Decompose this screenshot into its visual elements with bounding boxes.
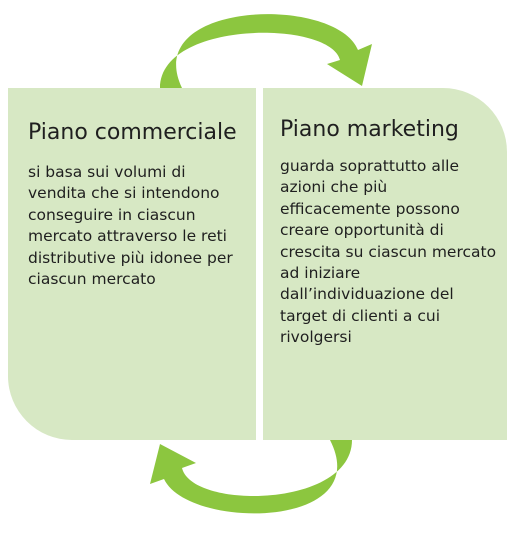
marketing-plan-panel: Piano marketing guarda soprattutto alle … bbox=[263, 88, 507, 440]
marketing-plan-text: guarda soprattutto alle azioni che più e… bbox=[280, 157, 497, 347]
bottom-curved-arrow-icon bbox=[150, 440, 352, 514]
top-curved-arrow-icon bbox=[160, 14, 372, 88]
marketing-plan-title: Piano marketing bbox=[280, 117, 459, 142]
commercial-plan-text: si basa sui volumi di vendita che si int… bbox=[28, 163, 233, 289]
commercial-plan-title: Piano commerciale bbox=[28, 120, 237, 145]
commercial-plan-panel: Piano commerciale si basa sui volumi di … bbox=[8, 88, 256, 440]
